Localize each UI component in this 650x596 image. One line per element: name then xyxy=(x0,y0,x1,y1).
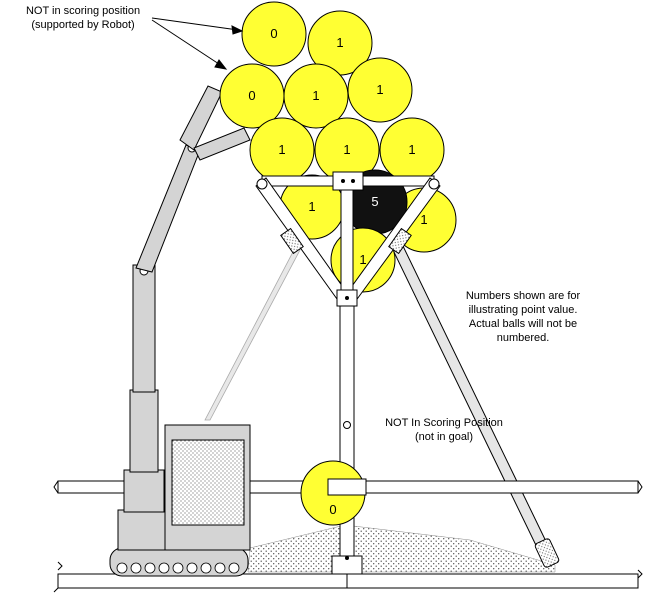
svg-text:1: 1 xyxy=(308,199,315,214)
svg-text:1: 1 xyxy=(312,88,319,103)
floor-ball-note: NOT In Scoring Position (not in goal) xyxy=(366,416,522,444)
svg-text:5: 5 xyxy=(371,194,378,209)
ball-stack: 0 1 0 1 1 1 1 1 xyxy=(219,1,445,183)
rail-clamp xyxy=(327,478,367,496)
value-note-line3: Actual balls will not be xyxy=(468,318,578,330)
svg-text:1: 1 xyxy=(336,35,343,50)
goal-frame xyxy=(255,171,441,307)
robot-note-line2: (supported by Robot) xyxy=(31,19,135,31)
robot-note-line1: NOT in scoring position xyxy=(25,5,141,17)
svg-text:1: 1 xyxy=(278,142,285,157)
svg-text:1: 1 xyxy=(420,212,427,227)
robot-note: NOT in scoring position (supported by Ro… xyxy=(10,4,156,32)
floor-mound xyxy=(247,524,556,573)
value-note-line4: numbered. xyxy=(496,332,550,344)
left-back-leg xyxy=(204,247,301,421)
ball-stack-row2-center: 1 xyxy=(283,63,349,129)
ball-stack-row3-left: 1 xyxy=(249,117,315,183)
ball-robot-mid-left: 0 xyxy=(219,63,285,129)
ball-robot-top-left: 0 xyxy=(241,1,307,67)
floor-note-line1: NOT In Scoring Position xyxy=(385,417,503,429)
value-note-line2: illustrating point value. xyxy=(468,304,578,316)
ball-stack-row3-right: 1 xyxy=(379,117,445,183)
svg-text:1: 1 xyxy=(376,82,383,97)
point-value-note: Numbers shown are for illustrating point… xyxy=(448,289,598,345)
svg-text:1: 1 xyxy=(408,142,415,157)
svg-text:0: 0 xyxy=(248,88,255,103)
ball-label-floor: 0 xyxy=(329,502,336,517)
robot-note-arrows xyxy=(151,17,244,70)
svg-text:1: 1 xyxy=(359,252,366,267)
robot xyxy=(109,85,251,577)
svg-text:0: 0 xyxy=(270,26,277,41)
ball-stack-row2-right: 1 xyxy=(347,57,413,123)
floor-note-line2: (not in goal) xyxy=(414,431,474,443)
svg-text:1: 1 xyxy=(343,142,350,157)
value-note-line1: Numbers shown are for xyxy=(465,290,581,302)
